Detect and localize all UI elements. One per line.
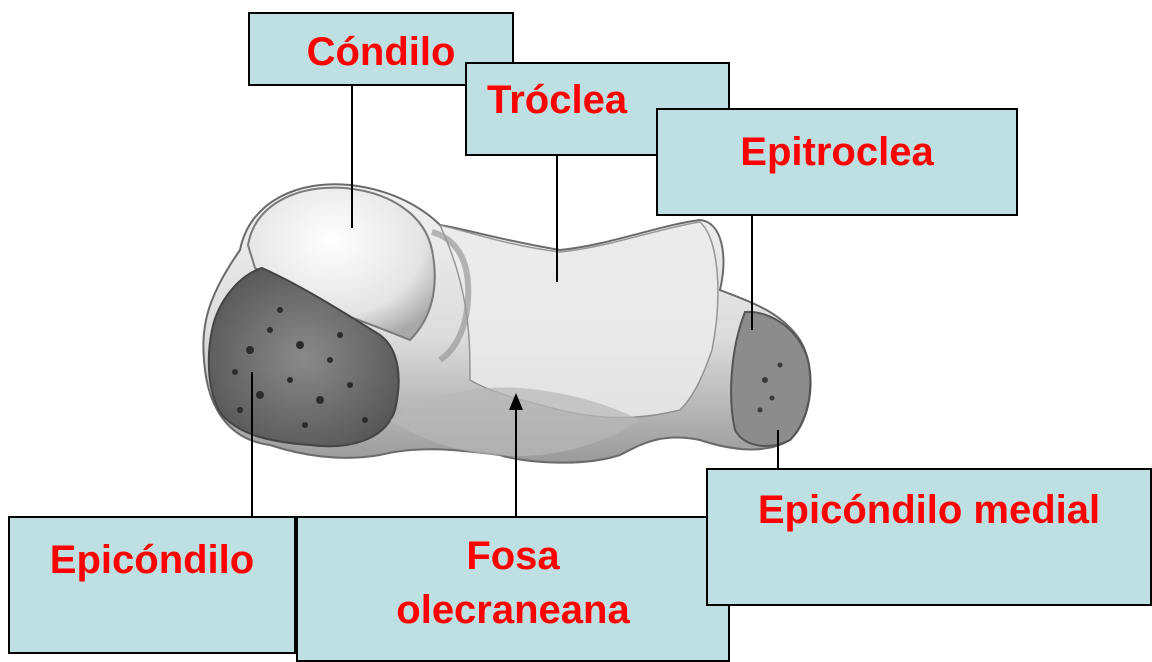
label-epicondilo-text: Epicóndilo (10, 538, 294, 582)
label-fosa-line2: olecraneana (298, 588, 728, 632)
label-epitroclea: Epitroclea (656, 108, 1018, 216)
label-epicondilo-medial-text: Epicóndilo medial (708, 488, 1150, 532)
label-epitroclea-text: Epitroclea (658, 130, 1016, 174)
medial-epicondyle-surface (731, 312, 810, 446)
label-fosa-olecraneana: Fosa olecraneana (296, 516, 730, 662)
label-fosa-line1: Fosa (298, 534, 728, 578)
label-epicondilo-medial: Epicóndilo medial (706, 468, 1152, 606)
label-epicondilo: Epicóndilo (8, 516, 296, 654)
